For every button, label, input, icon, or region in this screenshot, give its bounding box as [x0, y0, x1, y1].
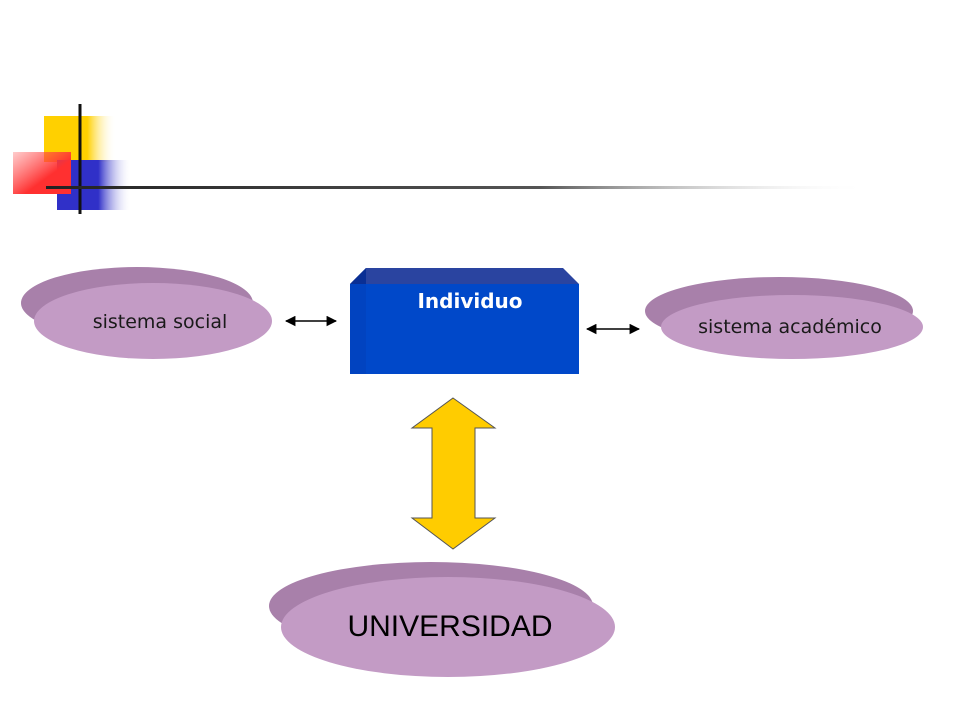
node-individuo-shade [350, 284, 579, 374]
slide-logo [13, 104, 132, 214]
node-sistema-academico-label: sistema académico [698, 316, 882, 338]
node-sistema-social-front [34, 283, 272, 359]
node-universidad [269, 562, 615, 677]
header-rule [46, 186, 870, 189]
node-individuo-label: Individuo [417, 289, 523, 313]
node-universidad-front [281, 577, 615, 677]
node-sistema-social-label: sistema social [92, 311, 228, 333]
edge-individuo-universidad [410, 397, 497, 550]
node-sistema-social [21, 267, 272, 359]
node-sistema-academico-front [661, 295, 923, 359]
node-individuo [350, 268, 579, 374]
node-individuo-top-face [350, 268, 579, 284]
node-universidad-label: UNIVERSIDAD [347, 610, 553, 643]
node-sistema-academico [645, 277, 923, 359]
